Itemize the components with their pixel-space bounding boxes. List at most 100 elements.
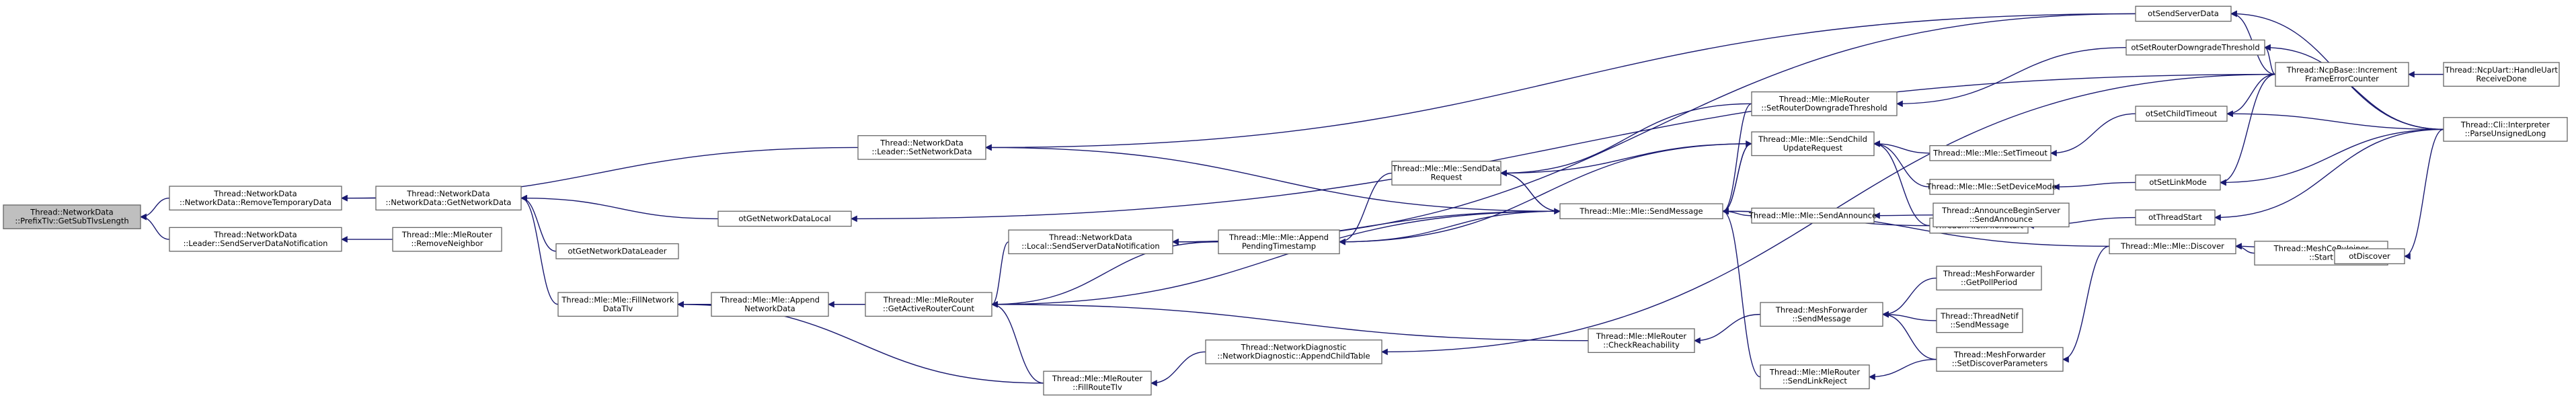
edge-n1-to-n0 xyxy=(140,198,170,221)
node-box xyxy=(1760,302,1883,327)
node-label: otSetRouterDowngradeThreshold xyxy=(2131,42,2259,52)
node-thread-mle-mlerouter-removeneighbor[interactable]: Thread::Mle::MleRouter::RemoveNeighbor xyxy=(392,227,502,252)
node-layer: Thread::NetworkData::PrefixTlv::GetSubTl… xyxy=(3,5,2568,396)
node-box xyxy=(1218,229,1340,255)
edge-n29-to-n20 xyxy=(1882,311,1937,360)
node-thread-networkdata-leader-sendserverdatanotification[interactable]: Thread::NetworkData::Leader::SendServerD… xyxy=(169,227,342,252)
edge-n38-to-n32 xyxy=(2226,73,2276,118)
node-thread-mle-mlerouter-checkreachability[interactable]: Thread::Mle::MleRouter::CheckReachabilit… xyxy=(1588,328,1695,353)
node-thread-meshforwarder-setdiscoverparameters[interactable]: Thread::MeshForwarder::SetDiscoverParame… xyxy=(1936,347,2064,372)
edge-n31-to-n16 xyxy=(1896,46,2127,108)
node-thread-networkdata-networkdata-removetemporarydata[interactable]: Thread::NetworkData::NetworkData::Remove… xyxy=(169,186,342,211)
node-label: Thread::MeshForwarder xyxy=(1943,269,2035,278)
node-box xyxy=(1588,328,1695,353)
node-thread-mle-mle-discover[interactable]: Thread::Mle::Mle::Discover xyxy=(2109,238,2236,255)
node-label: otGetNetworkDataLeader xyxy=(568,246,667,255)
node-label: ::Local::SendServerDataNotification xyxy=(1021,241,1159,251)
node-label: ::FillRouteTlv xyxy=(1072,383,1122,392)
node-label: Thread::Mle::Mle::SendData xyxy=(1392,164,1500,173)
node-label: otThreadStart xyxy=(2148,212,2202,222)
node-label: Thread::Mle::Mle::SetDeviceMode xyxy=(1926,182,2056,192)
node-label: Thread::Cli::Interpreter xyxy=(2460,120,2550,130)
node-label: Thread::Mle::MleRouter xyxy=(1052,374,1142,383)
node-otthreadstart[interactable]: otThreadStart xyxy=(2135,209,2216,226)
edge-n17-to-n12 xyxy=(1339,143,1752,245)
node-label: ::SendAnnounce xyxy=(1969,214,2033,224)
edge-n38-to-n6 xyxy=(851,73,2276,223)
node-thread-mle-mle-setdevicemode[interactable]: Thread::Mle::Mle::SetDeviceMode xyxy=(1926,179,2057,195)
node-label: Thread::Mle::Mle::Append xyxy=(719,295,820,305)
node-thread-mle-mlerouter-setrouterdowngradethreshold[interactable]: Thread::Mle::MleRouter::SetRouterDowngra… xyxy=(1751,91,1898,116)
node-label: Thread::NetworkDiagnostic xyxy=(1241,343,1347,352)
node-label: ::NetworkData::GetNetworkData xyxy=(386,198,512,207)
node-thread-mle-mlerouter-sendlinkreject[interactable]: Thread::Mle::MleRouter::SendLinkReject xyxy=(1760,364,1870,389)
node-thread-networkdata-prefixtlv-getsubtlvslength[interactable]: Thread::NetworkData::PrefixTlv::GetSubTl… xyxy=(3,204,141,229)
node-thread-mle-mle-settimeout[interactable]: Thread::Mle::Mle::SetTimeout xyxy=(1929,145,2052,161)
node-thread-ncpbase-increment-frameerrorcounter[interactable]: Thread::NcpBase::IncrementFrameErrorCoun… xyxy=(2275,62,2409,87)
node-label: Thread::NetworkData xyxy=(30,208,113,217)
edge-n14-to-n13 xyxy=(1150,351,1206,387)
node-box xyxy=(1929,145,2052,161)
edge-n40-to-n34 xyxy=(2214,128,2444,221)
edge-n27-to-n20 xyxy=(1882,278,1937,318)
node-otsendserverdata[interactable]: otSendServerData xyxy=(2135,5,2232,22)
node-label: Thread::Mle::Mle::Append xyxy=(1228,233,1329,242)
node-label: ::SetDiscoverParameters xyxy=(1952,359,2047,368)
node-label: ::CheckReachability xyxy=(1603,340,1680,350)
edge-n17-to-n18 xyxy=(1722,143,1752,215)
node-label: NetworkData xyxy=(744,304,795,313)
edge-n16-to-n18 xyxy=(1722,103,1752,215)
node-box xyxy=(2125,39,2265,56)
node-label: DataTlv xyxy=(603,304,633,313)
node-label: ::SendMessage xyxy=(1950,320,2008,329)
node-otsetchildtimeout[interactable]: otSetChildTimeout xyxy=(2135,106,2228,122)
node-otdiscover[interactable]: otDiscover xyxy=(2334,248,2405,264)
node-otgetnetworkdataleader[interactable]: otGetNetworkDataLeader xyxy=(555,243,679,259)
node-otsetlinkmode[interactable]: otSetLinkMode xyxy=(2135,174,2221,191)
node-label: ReceiveDone xyxy=(2476,74,2526,83)
node-box xyxy=(169,227,342,252)
node-thread-meshforwarder-sendmessage[interactable]: Thread::MeshForwarder::SendMessage xyxy=(1760,302,1883,327)
node-label: otSendServerData xyxy=(2148,9,2219,18)
node-thread-mle-mlerouter-fillroutetlv[interactable]: Thread::Mle::MleRouter::FillRouteTlv xyxy=(1043,370,1152,396)
node-box xyxy=(1929,179,2054,195)
node-thread-cli-interpreter-parseunsignedlong[interactable]: Thread::Cli::Interpreter::ParseUnsignedL… xyxy=(2443,117,2568,142)
node-thread-announcebeginserver-sendannounce[interactable]: Thread::AnnounceBeginServer::SendAnnounc… xyxy=(1933,202,2070,228)
node-thread-networkdiagnostic-networkdiagnostic-appendchildtable[interactable]: Thread::NetworkDiagnostic::NetworkDiagno… xyxy=(1205,339,1382,364)
node-thread-mle-mlerouter-getactiveroutercount[interactable]: Thread::Mle::MleRouter::GetActiveRouterC… xyxy=(865,292,992,317)
node-label: ::SetRouterDowngradeThreshold xyxy=(1761,103,1887,112)
node-thread-networkdata-leader-setnetworkdata[interactable]: Thread::NetworkData::Leader::SetNetworkD… xyxy=(857,135,986,160)
edge-n36-to-n35 xyxy=(2235,243,2255,254)
node-label: otSetLinkMode xyxy=(2149,177,2206,187)
node-box xyxy=(2109,238,2236,255)
node-box xyxy=(2135,209,2216,226)
node-thread-mle-mle-sendannounce[interactable]: Thread::Mle::Mle::SendAnnounce xyxy=(1748,207,1877,224)
node-otsetrouterdowngradethreshold[interactable]: otSetRouterDowngradeThreshold xyxy=(2125,39,2265,56)
node-label: ::PrefixTlv::GetSubTlvsLength xyxy=(15,216,128,226)
node-label: Thread::Mle::MleRouter xyxy=(1596,331,1686,341)
node-otgetnetworkdatalocal[interactable]: otGetNetworkDataLocal xyxy=(717,210,852,227)
edge-n32-to-n23 xyxy=(2050,113,2136,157)
node-box xyxy=(2275,62,2409,87)
node-box xyxy=(2443,62,2560,87)
node-thread-networkdata-networkdata-getnetworkdata[interactable]: Thread::NetworkData::NetworkData::GetNet… xyxy=(375,186,522,211)
node-label: ::GetPollPeriod xyxy=(1961,278,2017,287)
node-label: Thread::Mle::Mle::FillNetwork xyxy=(561,295,674,305)
node-box xyxy=(2334,248,2405,264)
node-label: Thread::Mle::MleRouter xyxy=(401,230,492,239)
node-thread-meshforwarder-getpollperiod[interactable]: Thread::MeshForwarder::GetPollPeriod xyxy=(1936,266,2042,291)
node-thread-networkdata-local-sendserverdatanotification[interactable]: Thread::NetworkData::Local::SendServerDa… xyxy=(1008,229,1173,255)
node-thread-mle-mle-sendmessage[interactable]: Thread::Mle::Mle::SendMessage xyxy=(1559,203,1723,220)
edge-n11-to-n10 xyxy=(991,241,1009,308)
node-label: Thread::NcpUart::HandleUart xyxy=(2444,65,2558,75)
node-box xyxy=(1936,308,2023,333)
node-thread-threadnetif-sendmessage[interactable]: Thread::ThreadNetif::SendMessage xyxy=(1936,308,2023,333)
node-label: Thread::ThreadNetif xyxy=(1940,311,2019,321)
